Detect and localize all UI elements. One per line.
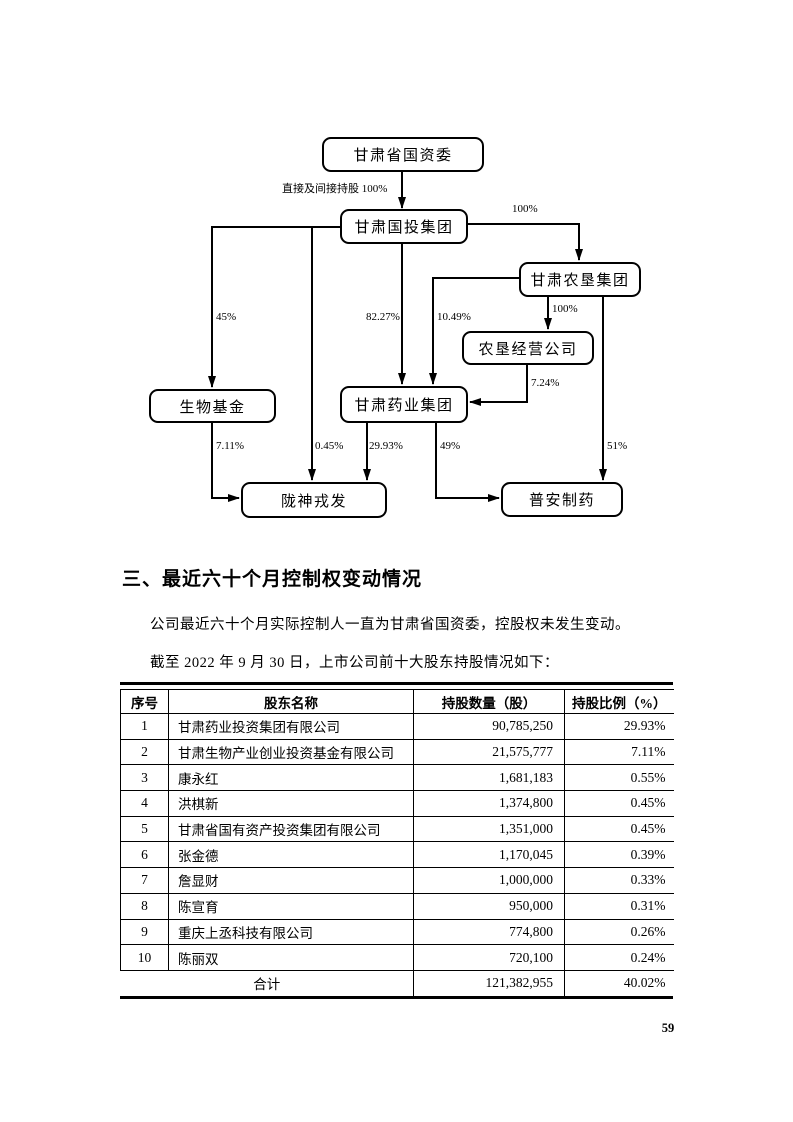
shareholders-table: 序号 股东名称 持股数量（股） 持股比例（%） 1 甘肃药业投资集团有限公司 9… — [120, 689, 674, 996]
table-row: 9 重庆上丞科技有限公司 774,800 0.26% — [120, 918, 674, 946]
table-row: 2 甘肃生物产业创业投资基金有限公司 21,575,777 7.11% — [120, 738, 674, 766]
cell-rank: 9 — [120, 918, 169, 946]
header-shares: 持股数量（股） — [413, 689, 565, 714]
cell-shares: 90,785,250 — [413, 713, 565, 740]
edge-label-7-11: 7.11% — [216, 440, 245, 452]
cell-name: 陈丽双 — [168, 944, 414, 971]
table-row: 6 张金德 1,170,045 0.39% — [120, 841, 674, 869]
paragraph-top10-intro: 截至 2022 年 9 月 30 日，上市公司前十大股东持股情况如下： — [150, 655, 559, 671]
table-row: 10 陈丽双 720,100 0.24% — [120, 944, 674, 971]
cell-rank: 2 — [120, 738, 169, 766]
cell-name: 张金德 — [168, 841, 414, 869]
cell-name: 洪棋新 — [168, 790, 414, 817]
table-total-row: 合计 121,382,955 40.02% — [120, 969, 674, 996]
cell-total-pct: 40.02% — [564, 969, 674, 996]
header-rank: 序号 — [120, 689, 169, 714]
edge-label-82-27: 82.27% — [366, 311, 400, 323]
edge-label-direct-indirect-100: 直接及间接持股 100% — [282, 183, 388, 195]
cell-pct: 0.45% — [564, 815, 674, 843]
cell-pct: 0.24% — [564, 944, 674, 971]
cell-shares: 1,000,000 — [413, 867, 565, 894]
cell-pct: 0.55% — [564, 764, 674, 792]
edge-label-29-93: 29.93% — [369, 440, 403, 452]
cell-pct: 0.39% — [564, 841, 674, 869]
cell-shares: 720,100 — [413, 944, 565, 971]
cell-pct: 7.11% — [564, 738, 674, 766]
header-ratio: 持股比例（%） — [564, 689, 674, 714]
table-row: 1 甘肃药业投资集团有限公司 90,785,250 29.93% — [120, 713, 674, 740]
cell-shares: 1,351,000 — [413, 815, 565, 843]
node-longshen-rongfa: 陇神戎发 — [241, 482, 387, 518]
node-shengwu-jijin: 生物基金 — [149, 389, 276, 423]
cell-shares: 1,681,183 — [413, 764, 565, 792]
cell-rank: 5 — [120, 815, 169, 843]
ownership-diagram-connectors — [208, 168, 607, 502]
cell-shares: 950,000 — [413, 892, 565, 920]
node-gansu-guoziwei: 甘肃省国资委 — [322, 137, 484, 172]
cell-rank: 10 — [120, 944, 169, 971]
edge-guotou-nongken — [464, 223, 583, 261]
cell-name: 甘肃生物产业创业投资基金有限公司 — [168, 738, 414, 766]
section-heading: 三、最近六十个月控制权变动情况 — [122, 569, 423, 590]
shareholders-table-wrapper: 序号 股东名称 持股数量（股） 持股比例（%） 1 甘肃药业投资集团有限公司 9… — [120, 682, 674, 999]
edge-label-100-nongken: 100% — [512, 203, 538, 215]
cell-name: 康永红 — [168, 764, 414, 792]
edge-yaoye-puan — [435, 419, 500, 502]
cell-name: 詹显财 — [168, 867, 414, 894]
cell-shares: 21,575,777 — [413, 738, 565, 766]
node-puan-zhiyao: 普安制药 — [501, 482, 623, 517]
cell-pct: 0.26% — [564, 918, 674, 946]
node-nongken-jingying: 农垦经营公司 — [462, 331, 594, 365]
node-gansu-yaoye: 甘肃药业集团 — [340, 386, 468, 423]
cell-name: 甘肃省国有资产投资集团有限公司 — [168, 815, 414, 843]
cell-name: 重庆上丞科技有限公司 — [168, 918, 414, 946]
table-row: 3 康永红 1,681,183 0.55% — [120, 764, 674, 792]
edge-nongken-yaoye — [429, 277, 519, 385]
cell-rank: 3 — [120, 764, 169, 792]
cell-pct: 0.45% — [564, 790, 674, 817]
edge-label-0-45: 0.45% — [315, 440, 344, 452]
table-header-row: 序号 股东名称 持股数量（股） 持股比例（%） — [120, 689, 674, 714]
cell-total-shares: 121,382,955 — [413, 969, 565, 996]
edge-jingying-yaoye — [469, 361, 528, 406]
table-row: 5 甘肃省国有资产投资集团有限公司 1,351,000 0.45% — [120, 815, 674, 843]
cell-shares: 774,800 — [413, 918, 565, 946]
node-gansu-nongken: 甘肃农垦集团 — [519, 262, 641, 297]
page-number: 59 — [661, 1021, 675, 1035]
header-shareholder-name: 股东名称 — [168, 689, 414, 714]
edge-label-100-jingying: 100% — [552, 303, 578, 315]
cell-rank: 6 — [120, 841, 169, 869]
edge-shengwujijin-longshen — [211, 419, 240, 502]
cell-name: 甘肃药业投资集团有限公司 — [168, 713, 414, 740]
cell-rank: 7 — [120, 867, 169, 894]
edge-label-10-49: 10.49% — [437, 311, 471, 323]
edge-label-49: 49% — [440, 440, 461, 452]
table-row: 8 陈宣育 950,000 0.31% — [120, 892, 674, 920]
edge-label-7-24: 7.24% — [531, 377, 560, 389]
table-row: 4 洪棋新 1,374,800 0.45% — [120, 790, 674, 817]
cell-pct: 0.33% — [564, 867, 674, 894]
edge-label-45: 45% — [216, 311, 237, 323]
edge-guotou-shengwujijin — [208, 226, 340, 388]
cell-name: 陈宣育 — [168, 892, 414, 920]
cell-shares: 1,170,045 — [413, 841, 565, 869]
cell-rank: 1 — [120, 713, 169, 740]
cell-pct: 0.31% — [564, 892, 674, 920]
cell-shares: 1,374,800 — [413, 790, 565, 817]
table-row: 7 詹显财 1,000,000 0.33% — [120, 867, 674, 894]
cell-rank: 4 — [120, 790, 169, 817]
cell-rank: 8 — [120, 892, 169, 920]
cell-total-label: 合计 — [120, 969, 414, 996]
paragraph-control-change: 公司最近六十个月实际控制人一直为甘肃省国资委，控股权未发生变动。 — [150, 617, 630, 633]
cell-pct: 29.93% — [564, 713, 674, 740]
edge-label-51: 51% — [607, 440, 628, 452]
node-gansu-guotou: 甘肃国投集团 — [340, 209, 468, 244]
